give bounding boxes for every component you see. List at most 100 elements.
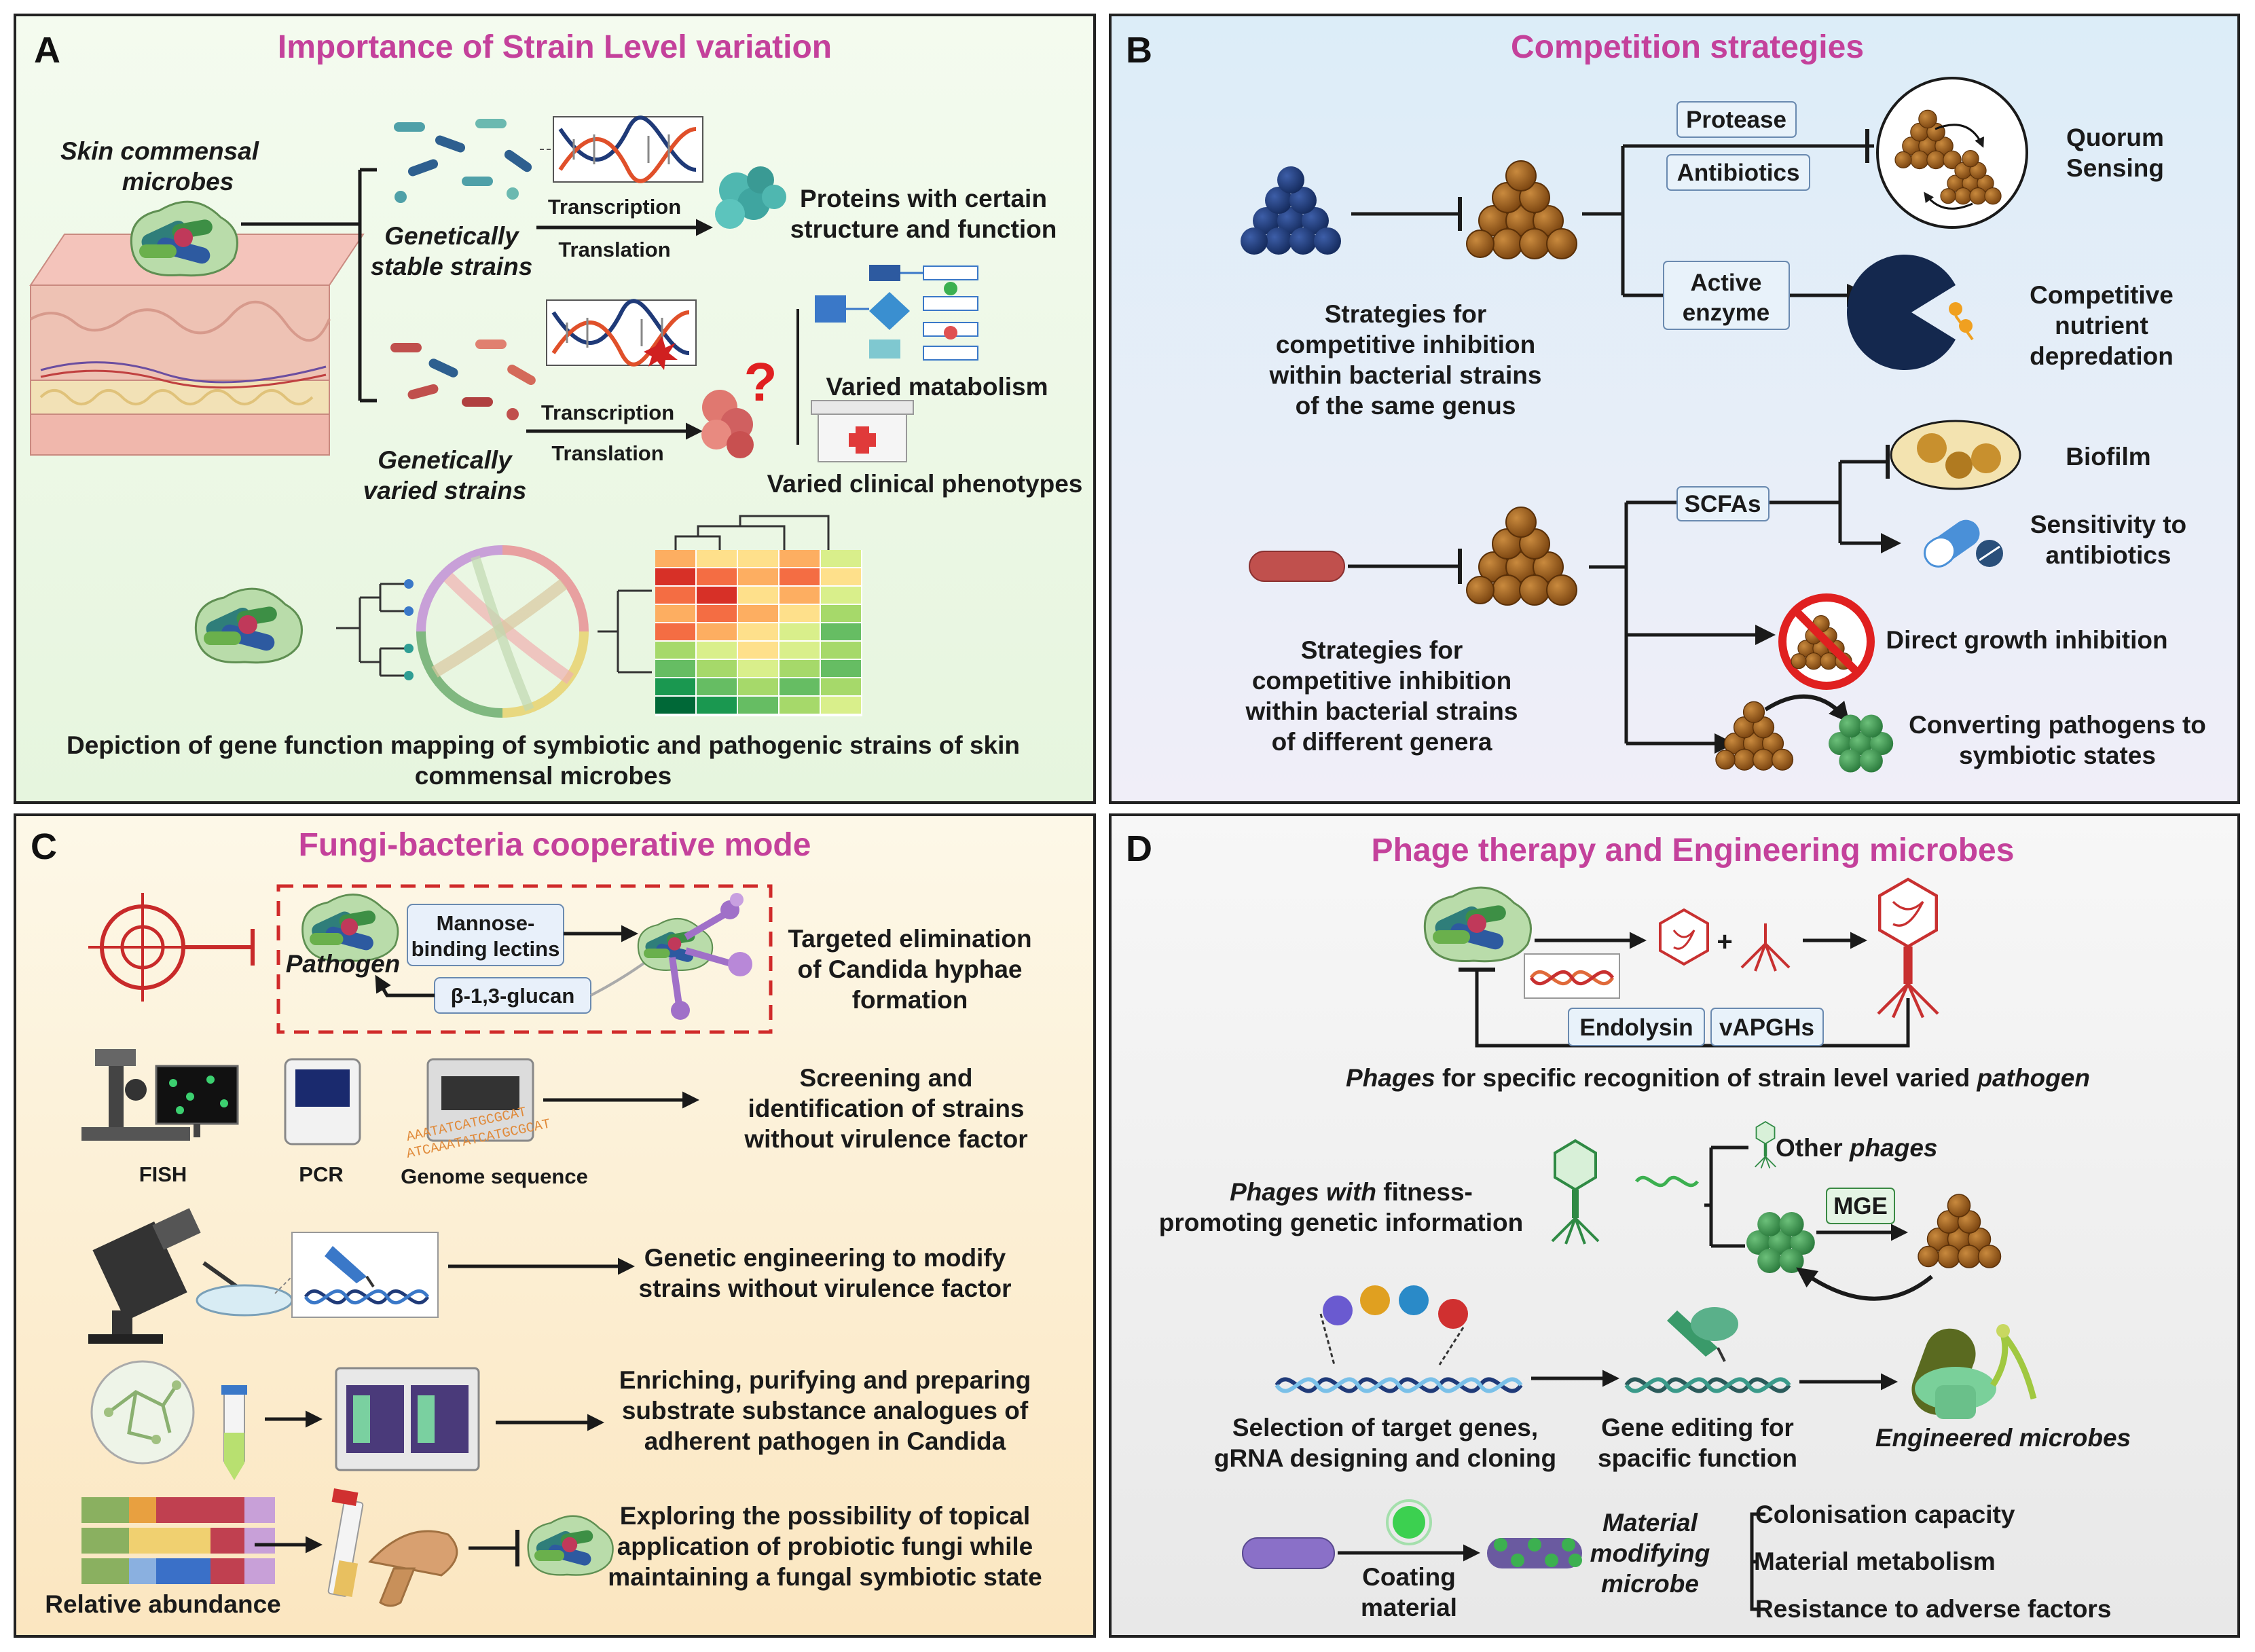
mge-box: [1826, 1188, 1895, 1224]
heatmap-cell: [655, 605, 695, 622]
material-label-1: Material: [1602, 1509, 1698, 1537]
dna-mutation-icon: [547, 300, 696, 365]
pcr-machine-icon: [284, 1058, 361, 1145]
enriching-label-1: Enriching, purifying and preparing: [619, 1366, 1031, 1394]
active-enzyme-label-1: Active: [1690, 270, 1761, 296]
heatmap-cell: [738, 605, 778, 622]
heatmap-cell: [821, 550, 861, 567]
abundance-segment: [129, 1497, 156, 1523]
heatmap-cell: [780, 623, 820, 640]
heatmap-cell: [821, 605, 861, 622]
heatmap-cell: [821, 660, 861, 677]
direct-growth-label: Direct growth inhibition: [1886, 626, 2167, 654]
blood-tube-icon: [327, 1488, 364, 1598]
same-genus-label-1: Strategies for: [1325, 300, 1487, 328]
varied-strains-label-2: varied strains: [363, 477, 527, 504]
abundance-segment: [129, 1558, 156, 1584]
heatmap-cell: [738, 660, 778, 677]
protease-box: [1676, 101, 1797, 138]
incubator-icon: [335, 1367, 480, 1471]
test-tube-icon: [221, 1385, 247, 1480]
heatmap-cell: [738, 568, 778, 585]
pathogen-label: Pathogen: [286, 950, 401, 978]
quorum-label-2: Sensing: [2066, 154, 2164, 182]
heatmap-cell: [780, 568, 820, 585]
panel-a-letter: A: [34, 30, 60, 71]
heatmap-cell: [655, 550, 695, 567]
relative-abundance-label: Relative abundance: [45, 1590, 281, 1618]
same-genus-label-3: within bacterial strains: [1269, 361, 1542, 389]
varied-metabolism-label: Varied matabolism: [826, 373, 1048, 401]
biofilm-label: Biofilm: [2066, 443, 2150, 471]
colonisation-label: Colonisation capacity: [1755, 1501, 2015, 1528]
abundance-segment: [81, 1497, 129, 1523]
heatmap-cell: [738, 550, 778, 567]
panel-a: A Importance of Strain Level variation S…: [14, 14, 1096, 804]
exploring-label-1: Exploring the possibility of topical: [620, 1502, 1030, 1530]
vapghs-box: [1710, 1008, 1824, 1046]
sensitivity-label-2: antibiotics: [2045, 541, 2171, 569]
gene-editing-label-1: Gene editing for: [1601, 1414, 1794, 1442]
dna-small-icon: [1524, 953, 1620, 999]
coating-material-icon: [1386, 1499, 1432, 1545]
heatmap-cell: [655, 697, 695, 714]
endolysin-label: Endolysin: [1579, 1014, 1693, 1041]
chord-diagram-icon: [416, 545, 589, 718]
mannose-label-2: binding lectins: [411, 937, 560, 961]
panel-c-letter: C: [31, 826, 57, 867]
genetic-eng-label-1: Genetic engineering to modify: [644, 1244, 1006, 1272]
protein-teal-icon: [715, 166, 786, 229]
coating-label-2: material: [1361, 1594, 1457, 1621]
nutrient-label-1: Competitive: [2030, 281, 2174, 309]
heatmap-cell: [697, 587, 737, 604]
depiction-label-1: Depiction of gene function mapping of sy…: [67, 731, 1020, 759]
panel-c-title: Fungi-bacteria cooperative mode: [299, 827, 811, 863]
enriching-label-2: substrate substance analogues of: [622, 1397, 1029, 1425]
gene-editing-label-2: spacific function: [1598, 1444, 1797, 1472]
panel-d: D Phage therapy and Engineering microbes…: [1109, 813, 2240, 1638]
mge-label: MGE: [1833, 1193, 1888, 1219]
mushroom-icon: [368, 1530, 458, 1607]
green-dna-icon: [1635, 1175, 1699, 1188]
heatmap-cell: [780, 678, 820, 695]
converting-label-2: symbiotic states: [1959, 741, 2156, 769]
resistance-label: Resistance to adverse factors: [1755, 1595, 2111, 1623]
dashed-frame: [276, 884, 773, 1034]
active-enzyme-label-2: enzyme: [1683, 299, 1770, 326]
engineered-label: Engineered microbes: [1875, 1424, 2131, 1452]
heatmap-cell: [655, 623, 695, 640]
scfas-label: SCFAs: [1685, 491, 1761, 517]
stable-strains-label-2: stable strains: [371, 253, 533, 280]
abundance-segment: [210, 1528, 244, 1554]
material-label-2: modifying: [1590, 1539, 1710, 1567]
abundance-segment: [210, 1497, 244, 1523]
nutrient-label-3: depredation: [2030, 342, 2174, 370]
heatmap-cell: [821, 642, 861, 659]
glucan-label: β-1,3-glucan: [451, 984, 575, 1008]
target-icon: [88, 893, 197, 1002]
phage-head-icon: [1659, 908, 1709, 966]
heatmap-cell: [697, 642, 737, 659]
transcription-label-1: Transcription: [548, 195, 681, 219]
stable-bacteria-icon: [394, 119, 532, 203]
hyphae-magnified-icon: [90, 1360, 195, 1465]
diff-genera-label-1: Strategies for: [1301, 636, 1463, 664]
gene-editing-icon: [1624, 1307, 1791, 1393]
targeted-label-2: of Candida hyphae: [798, 955, 1023, 983]
heatmap-cell: [697, 605, 737, 622]
depiction-label-2: commensal microbes: [415, 762, 672, 790]
sensitivity-label-1: Sensitivity to: [2030, 511, 2186, 538]
skin-commensal-label-1: Skin commensal: [60, 137, 259, 165]
exploring-label-2: application of probiotic fungi while: [617, 1532, 1033, 1560]
heatmap-cells: [655, 550, 861, 714]
heatmap-cell: [697, 550, 737, 567]
flowchart-icon: [796, 265, 978, 445]
screening-label-3: without virulence factor: [744, 1125, 1027, 1153]
pcr-label: PCR: [299, 1162, 343, 1186]
no-entry-icon: [1778, 593, 1875, 690]
diff-genera-label-4: of different genera: [1272, 728, 1492, 756]
heatmap-cell: [655, 660, 695, 677]
abundance-segment: [244, 1558, 275, 1584]
abundance-segment: [81, 1558, 129, 1584]
